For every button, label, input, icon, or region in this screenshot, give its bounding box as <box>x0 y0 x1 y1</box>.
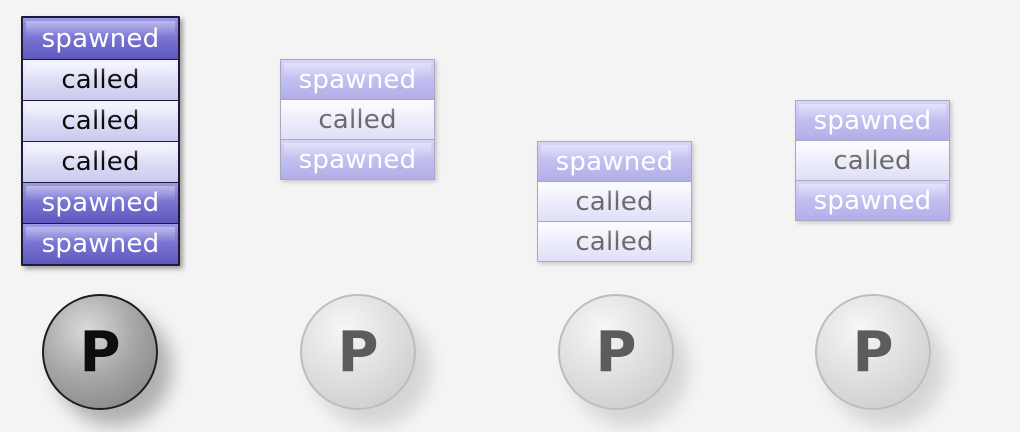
frame-called: called <box>795 140 950 181</box>
frame-spawned: spawned <box>23 223 178 264</box>
stack-1: spawned called called called spawned spa… <box>21 16 180 266</box>
frame-spawned: spawned <box>23 182 178 223</box>
processor-2: P <box>300 294 416 410</box>
frame-called: called <box>23 100 178 141</box>
frame-called: called <box>537 221 692 262</box>
frame-spawned: spawned <box>795 100 950 141</box>
frame-spawned: spawned <box>280 59 435 100</box>
frame-called: called <box>537 181 692 222</box>
stack-4: spawned called spawned <box>795 100 950 221</box>
frame-spawned: spawned <box>795 180 950 221</box>
processor-4: P <box>815 294 931 410</box>
frame-spawned: spawned <box>280 139 435 180</box>
frame-called: called <box>23 59 178 100</box>
processor-1: P <box>42 294 158 410</box>
frame-spawned: spawned <box>537 141 692 182</box>
frame-called: called <box>280 99 435 140</box>
frame-spawned: spawned <box>23 18 178 59</box>
stack-3: spawned called called <box>537 141 692 262</box>
frame-called: called <box>23 141 178 182</box>
processor-3: P <box>558 294 674 410</box>
stack-2: spawned called spawned <box>280 59 435 180</box>
